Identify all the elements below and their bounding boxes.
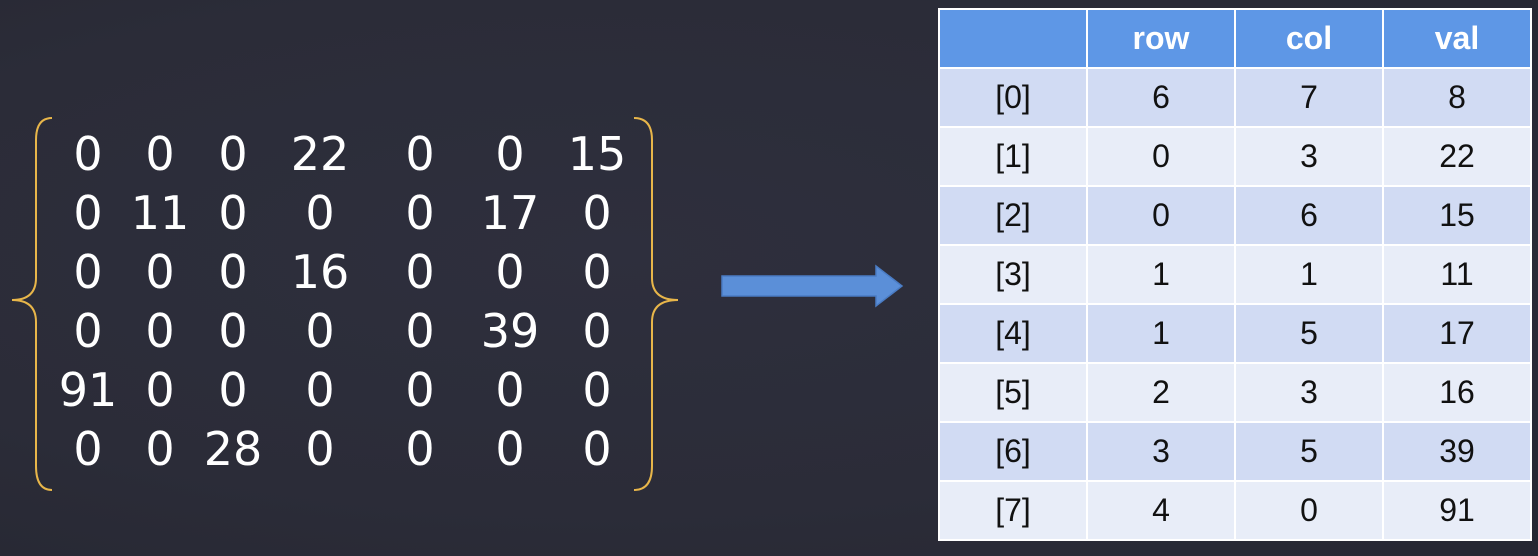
matrix-cell: 0 — [405, 186, 435, 240]
matrix-cell: 0 — [305, 186, 335, 240]
right-arrow-icon — [721, 264, 904, 308]
matrix-cell: 0 — [582, 363, 612, 417]
cell-val: 11 — [1382, 244, 1532, 305]
matrix-cell: 17 — [480, 186, 540, 240]
cell-index: [6] — [938, 421, 1088, 482]
matrix-cell: 0 — [218, 363, 248, 417]
matrix-cell: 0 — [218, 304, 248, 358]
matrix-cell: 0 — [145, 304, 175, 358]
matrix-cell: 0 — [218, 127, 248, 181]
left-brace — [11, 117, 53, 491]
cell-val: 15 — [1382, 185, 1532, 246]
cell-val: 91 — [1382, 480, 1532, 541]
matrix-cell: 0 — [145, 422, 175, 476]
cell-row: 0 — [1086, 126, 1236, 187]
matrix-cell: 0 — [582, 245, 612, 299]
matrix-cell: 0 — [582, 186, 612, 240]
matrix-cell: 28 — [203, 422, 263, 476]
cell-col: 5 — [1234, 303, 1384, 364]
matrix-cell: 15 — [567, 127, 627, 181]
matrix-cell: 11 — [130, 186, 190, 240]
cell-col: 3 — [1234, 362, 1384, 423]
cell-index: [3] — [938, 244, 1088, 305]
cell-col: 7 — [1234, 67, 1384, 128]
matrix-cell: 16 — [290, 245, 350, 299]
cell-col: 0 — [1234, 480, 1384, 541]
matrix-cell: 0 — [405, 304, 435, 358]
matrix-cell: 0 — [145, 363, 175, 417]
matrix-cell: 0 — [405, 245, 435, 299]
matrix-cell: 0 — [495, 245, 525, 299]
header-row: row — [1086, 8, 1236, 69]
matrix-cell: 0 — [73, 304, 103, 358]
cell-row: 1 — [1086, 303, 1236, 364]
cell-row: 0 — [1086, 185, 1236, 246]
matrix-cell: 22 — [290, 127, 350, 181]
cell-row: 1 — [1086, 244, 1236, 305]
cell-index: [0] — [938, 67, 1088, 128]
header-col: col — [1234, 8, 1384, 69]
cell-col: 1 — [1234, 244, 1384, 305]
header-index — [938, 8, 1088, 69]
right-brace — [633, 117, 679, 491]
cell-row: 2 — [1086, 362, 1236, 423]
matrix-cell: 0 — [73, 127, 103, 181]
cell-index: [7] — [938, 480, 1088, 541]
cell-val: 22 — [1382, 126, 1532, 187]
matrix-cell: 0 — [73, 422, 103, 476]
table-header-row: row col val — [938, 8, 1532, 69]
matrix-cell: 0 — [145, 245, 175, 299]
matrix-cell: 0 — [495, 127, 525, 181]
matrix-cell: 0 — [495, 363, 525, 417]
matrix-cell: 0 — [405, 363, 435, 417]
header-val: val — [1382, 8, 1532, 69]
matrix-cell: 0 — [218, 245, 248, 299]
matrix-braces — [11, 117, 679, 491]
matrix-cell: 0 — [305, 304, 335, 358]
cell-val: 39 — [1382, 421, 1532, 482]
cell-val: 16 — [1382, 362, 1532, 423]
matrix-cell: 91 — [58, 363, 118, 417]
cell-index: [1] — [938, 126, 1088, 187]
matrix-cell: 0 — [218, 186, 248, 240]
matrix-cell: 0 — [495, 422, 525, 476]
cell-col: 6 — [1234, 185, 1384, 246]
matrix-cell: 0 — [582, 304, 612, 358]
cell-row: 6 — [1086, 67, 1236, 128]
cell-val: 8 — [1382, 67, 1532, 128]
cell-index: [2] — [938, 185, 1088, 246]
matrix-cell: 0 — [582, 422, 612, 476]
matrix-cell: 0 — [305, 363, 335, 417]
matrix-cell: 0 — [145, 127, 175, 181]
cell-row: 4 — [1086, 480, 1236, 541]
matrix-cell: 0 — [305, 422, 335, 476]
cell-index: [5] — [938, 362, 1088, 423]
cell-col: 5 — [1234, 421, 1384, 482]
cell-col: 3 — [1234, 126, 1384, 187]
matrix-cell: 0 — [405, 127, 435, 181]
cell-index: [4] — [938, 303, 1088, 364]
matrix-cell: 0 — [73, 245, 103, 299]
matrix-cell: 39 — [480, 304, 540, 358]
cell-val: 17 — [1382, 303, 1532, 364]
cell-row: 3 — [1086, 421, 1236, 482]
matrix-cell: 0 — [405, 422, 435, 476]
matrix-cell: 0 — [73, 186, 103, 240]
